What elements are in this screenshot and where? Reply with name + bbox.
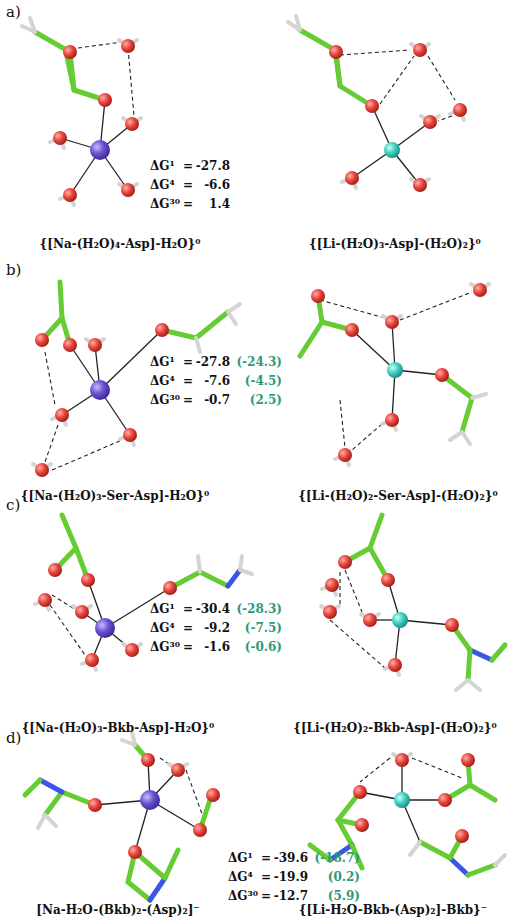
na-complex-b [33, 282, 240, 477]
na-complex-a [22, 18, 141, 205]
free-energy-symbol: ΔG³⁰ [228, 890, 258, 903]
equals-sign: = [183, 394, 193, 407]
complex-formula: {[Li-(H₂O)₂-Bkb-Asp]-(H₂O)₂}⁰ [293, 722, 497, 735]
alt-energy-value: (5.9) [328, 890, 360, 903]
free-energy-symbol: ΔG⁴ [150, 622, 175, 635]
alt-energy-value: (-18.7) [314, 852, 360, 865]
equals-sign: = [183, 198, 193, 211]
equals-sign: = [183, 641, 193, 654]
free-energy-value: 1.4 [209, 198, 230, 211]
complex-formula: {[Li-(H₂O)₃-Asp]-(H₂O)₂}⁰ [309, 238, 481, 251]
free-energy-symbol: ΔG³⁰ [150, 198, 180, 211]
free-energy-symbol: ΔG¹ [228, 852, 253, 865]
complex-formula: {[Li-(H₂O)₂-Ser-Asp]-(H₂O)₂}⁰ [298, 490, 497, 503]
free-energy-symbol: ΔG¹ [150, 160, 175, 173]
equals-sign: = [183, 179, 193, 192]
na-complex-c [35, 515, 252, 670]
complex-formula: {[Na-(H₂O)₄-Asp]-H₂O}⁰ [40, 238, 201, 251]
complex-formula: {[Na-(H₂O)₃-Ser-Asp]-H₂O}⁰ [21, 490, 210, 503]
free-energy-symbol: ΔG⁴ [150, 179, 175, 192]
equals-sign: = [261, 852, 271, 865]
free-energy-symbol: ΔG⁴ [150, 375, 175, 388]
na-complex-d [25, 732, 220, 900]
alt-energy-value: (-0.6) [245, 641, 282, 654]
equals-sign: = [261, 871, 271, 884]
free-energy-value: -0.7 [204, 394, 230, 407]
free-energy-value: -12.7 [274, 890, 308, 903]
equals-sign: = [183, 622, 193, 635]
equals-sign: = [183, 356, 193, 369]
free-energy-value: -27.8 [196, 356, 230, 369]
alt-energy-value: (0.2) [328, 871, 360, 884]
li-complex-d [310, 753, 505, 875]
free-energy-value: -1.6 [204, 641, 230, 654]
equals-sign: = [183, 375, 193, 388]
equals-sign: = [261, 890, 271, 903]
complex-formula: {[Na-(H₂O)₃-Bkb-Asp]-H₂O}⁰ [22, 722, 215, 735]
free-energy-symbol: ΔG¹ [150, 603, 175, 616]
free-energy-symbol: ΔG⁴ [228, 871, 253, 884]
alt-energy-value: (2.5) [250, 394, 282, 407]
panel-letter: c) [6, 497, 20, 514]
panel-letter: d) [6, 730, 21, 747]
free-energy-symbol: ΔG³⁰ [150, 641, 180, 654]
equals-sign: = [183, 603, 193, 616]
alt-energy-value: (-24.3) [236, 356, 282, 369]
li-complex-c [321, 515, 505, 690]
panel-letter: a) [6, 4, 21, 21]
li-complex-a [288, 16, 467, 192]
free-energy-value: -27.8 [196, 160, 230, 173]
free-energy-value: -30.4 [196, 603, 230, 616]
complex-formula: [Na-H₂O-(Bkb)₂-(Asp)₂]⁻ [36, 904, 199, 917]
complex-formula: {[Li-H₂O-Bkb-(Asp)₂]-Bkb}⁻ [299, 904, 487, 917]
equals-sign: = [183, 160, 193, 173]
li-complex-b [300, 283, 489, 465]
alt-energy-value: (-28.3) [236, 603, 282, 616]
free-energy-value: -7.6 [204, 375, 230, 388]
free-energy-value: -19.9 [274, 871, 308, 884]
free-energy-symbol: ΔG³⁰ [150, 394, 180, 407]
free-energy-value: -39.6 [274, 852, 308, 865]
alt-energy-value: (-7.5) [245, 622, 282, 635]
panel-letter: b) [6, 262, 21, 279]
free-energy-symbol: ΔG¹ [150, 356, 175, 369]
alt-energy-value: (-4.5) [245, 375, 282, 388]
free-energy-value: -6.6 [204, 179, 230, 192]
free-energy-value: -9.2 [204, 622, 230, 635]
